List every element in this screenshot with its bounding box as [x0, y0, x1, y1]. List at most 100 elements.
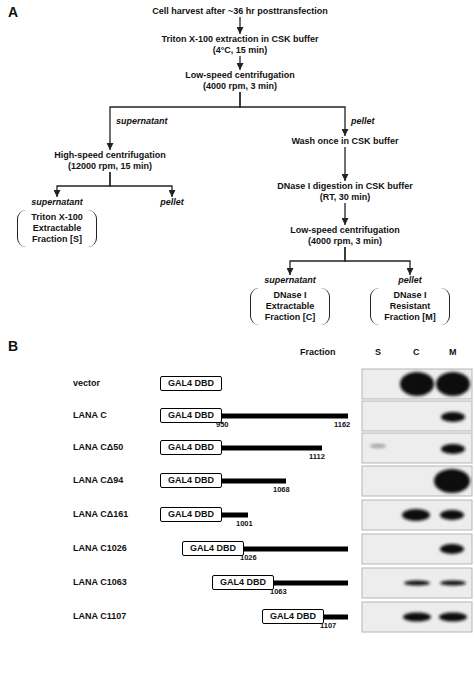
bracket-outline: Triton X-100 Extractable Fraction [S] — [17, 210, 97, 247]
flow-arrow — [344, 203, 345, 225]
column-header: Fraction — [300, 347, 336, 358]
residue-number: 950 — [216, 420, 229, 429]
fraction-heading: pellet — [370, 275, 450, 286]
column-header: S — [375, 347, 381, 358]
residue-number: 1063 — [270, 587, 287, 596]
domain-name: GAL4 DBD — [220, 577, 266, 588]
construct-name: LANA C1026 — [73, 543, 127, 554]
domain-box: GAL4 DBD — [160, 473, 222, 488]
protein-bar — [244, 547, 348, 552]
panel-letter: B — [8, 338, 18, 354]
step-text: Wash once in CSK buffer — [270, 136, 420, 147]
blot-band — [403, 613, 431, 622]
blot-band — [370, 444, 386, 448]
blot-strip — [362, 369, 472, 399]
flow-arrow — [345, 247, 410, 275]
blot-band — [402, 509, 430, 521]
flow-arrow — [110, 92, 240, 150]
residue-number: 1026 — [240, 553, 257, 562]
domain-box: GAL4 DBD — [160, 440, 222, 455]
step-text: Low-speed centrifugation (4000 rpm, 3 mi… — [285, 225, 405, 247]
pellet-endpoint: pellet — [147, 197, 197, 208]
flow-arrow — [290, 247, 345, 275]
flow-arrow — [239, 17, 240, 34]
blot-strip — [362, 602, 472, 632]
domain-box: GAL4 DBD — [160, 376, 222, 391]
flow-arrow — [57, 172, 110, 197]
residue-number: 1001 — [236, 519, 253, 528]
protein-bar — [274, 581, 348, 586]
fraction-bracket: supernatantDNase I Extractable Fraction … — [250, 275, 330, 325]
domain-box: GAL4 DBD — [160, 507, 222, 522]
construct-name: LANA C — [73, 410, 107, 421]
step-text: DNase I digestion in CSK buffer (RT, 30 … — [273, 181, 418, 203]
blot-band — [436, 372, 470, 396]
step-text: Low-speed centrifugation (4000 rpm, 3 mi… — [180, 70, 300, 92]
branch-label: supernatant — [116, 116, 168, 127]
branch-label: pellet — [351, 116, 375, 127]
protein-bar — [222, 513, 248, 518]
blot-band — [439, 613, 467, 622]
fraction-name: DNase I Resistant Fraction [M] — [378, 290, 442, 323]
domain-name: GAL4 DBD — [270, 611, 316, 622]
fraction-name: DNase I Extractable Fraction [C] — [258, 290, 322, 323]
flow-arrow — [344, 147, 345, 181]
blot-band — [434, 469, 470, 493]
residue-number: 1162 — [334, 420, 350, 429]
residue-number: 1112 — [309, 452, 325, 461]
domain-box: GAL4 DBD — [212, 575, 274, 590]
step-text: High-speed centrifugation (12000 rpm, 15… — [48, 150, 173, 172]
blot-band — [440, 581, 466, 586]
construct-name: LANA CΔ50 — [73, 442, 123, 453]
bracket-outline: DNase I Resistant Fraction [M] — [370, 288, 450, 325]
blot-strip — [362, 534, 472, 564]
construct-name: LANA CΔ161 — [73, 509, 128, 520]
process-step: High-speed centrifugation (12000 rpm, 15… — [48, 150, 173, 172]
flow-arrow — [240, 92, 345, 136]
protein-bar — [222, 446, 322, 451]
step-text: Cell harvest after ~36 hr posttransfecti… — [110, 6, 370, 17]
domain-name: GAL4 DBD — [168, 475, 214, 486]
blot-band — [440, 544, 464, 554]
blot-band — [400, 372, 434, 396]
process-step: Cell harvest after ~36 hr posttransfecti… — [110, 6, 370, 17]
fraction-bracket: supernatantTriton X-100 Extractable Frac… — [17, 197, 97, 247]
fraction-bracket: pelletDNase I Resistant Fraction [M] — [370, 275, 450, 325]
domain-name: GAL4 DBD — [190, 543, 236, 554]
residue-number: 1068 — [273, 485, 290, 494]
blot-strip — [362, 500, 472, 530]
residue-number: 1107 — [320, 621, 336, 630]
domain-box: GAL4 DBD — [182, 541, 244, 556]
construct-name: vector — [73, 378, 100, 389]
process-step: Triton X-100 extraction in CSK buffer (4… — [156, 34, 324, 56]
fraction-heading: supernatant — [17, 197, 97, 208]
construct-name: LANA C1107 — [73, 611, 126, 622]
construct-name: LANA CΔ94 — [73, 475, 123, 486]
construct-name: LANA C1063 — [73, 577, 127, 588]
blot-strip — [362, 568, 472, 598]
blot-strip — [362, 401, 472, 431]
protein-bar — [222, 414, 348, 419]
protein-bar — [324, 615, 348, 620]
fraction-heading: supernatant — [250, 275, 330, 286]
process-step: DNase I digestion in CSK buffer (RT, 30 … — [273, 181, 418, 203]
blot-band — [441, 412, 465, 422]
domain-name: GAL4 DBD — [168, 378, 214, 389]
domain-name: GAL4 DBD — [168, 442, 214, 453]
blot-band — [441, 444, 465, 454]
blot-strip — [362, 433, 472, 463]
column-header: M — [449, 347, 457, 358]
process-step: Wash once in CSK buffer — [270, 136, 420, 147]
domain-box: GAL4 DBD — [262, 609, 324, 624]
protein-bar — [222, 479, 286, 484]
step-text: pellet — [147, 197, 197, 208]
panel-letter: A — [8, 4, 18, 20]
bracket-outline: DNase I Extractable Fraction [C] — [250, 288, 330, 325]
flow-arrow — [239, 56, 240, 70]
fraction-name: Triton X-100 Extractable Fraction [S] — [25, 212, 89, 245]
blot-strip — [362, 466, 472, 496]
blot-band — [440, 510, 464, 520]
